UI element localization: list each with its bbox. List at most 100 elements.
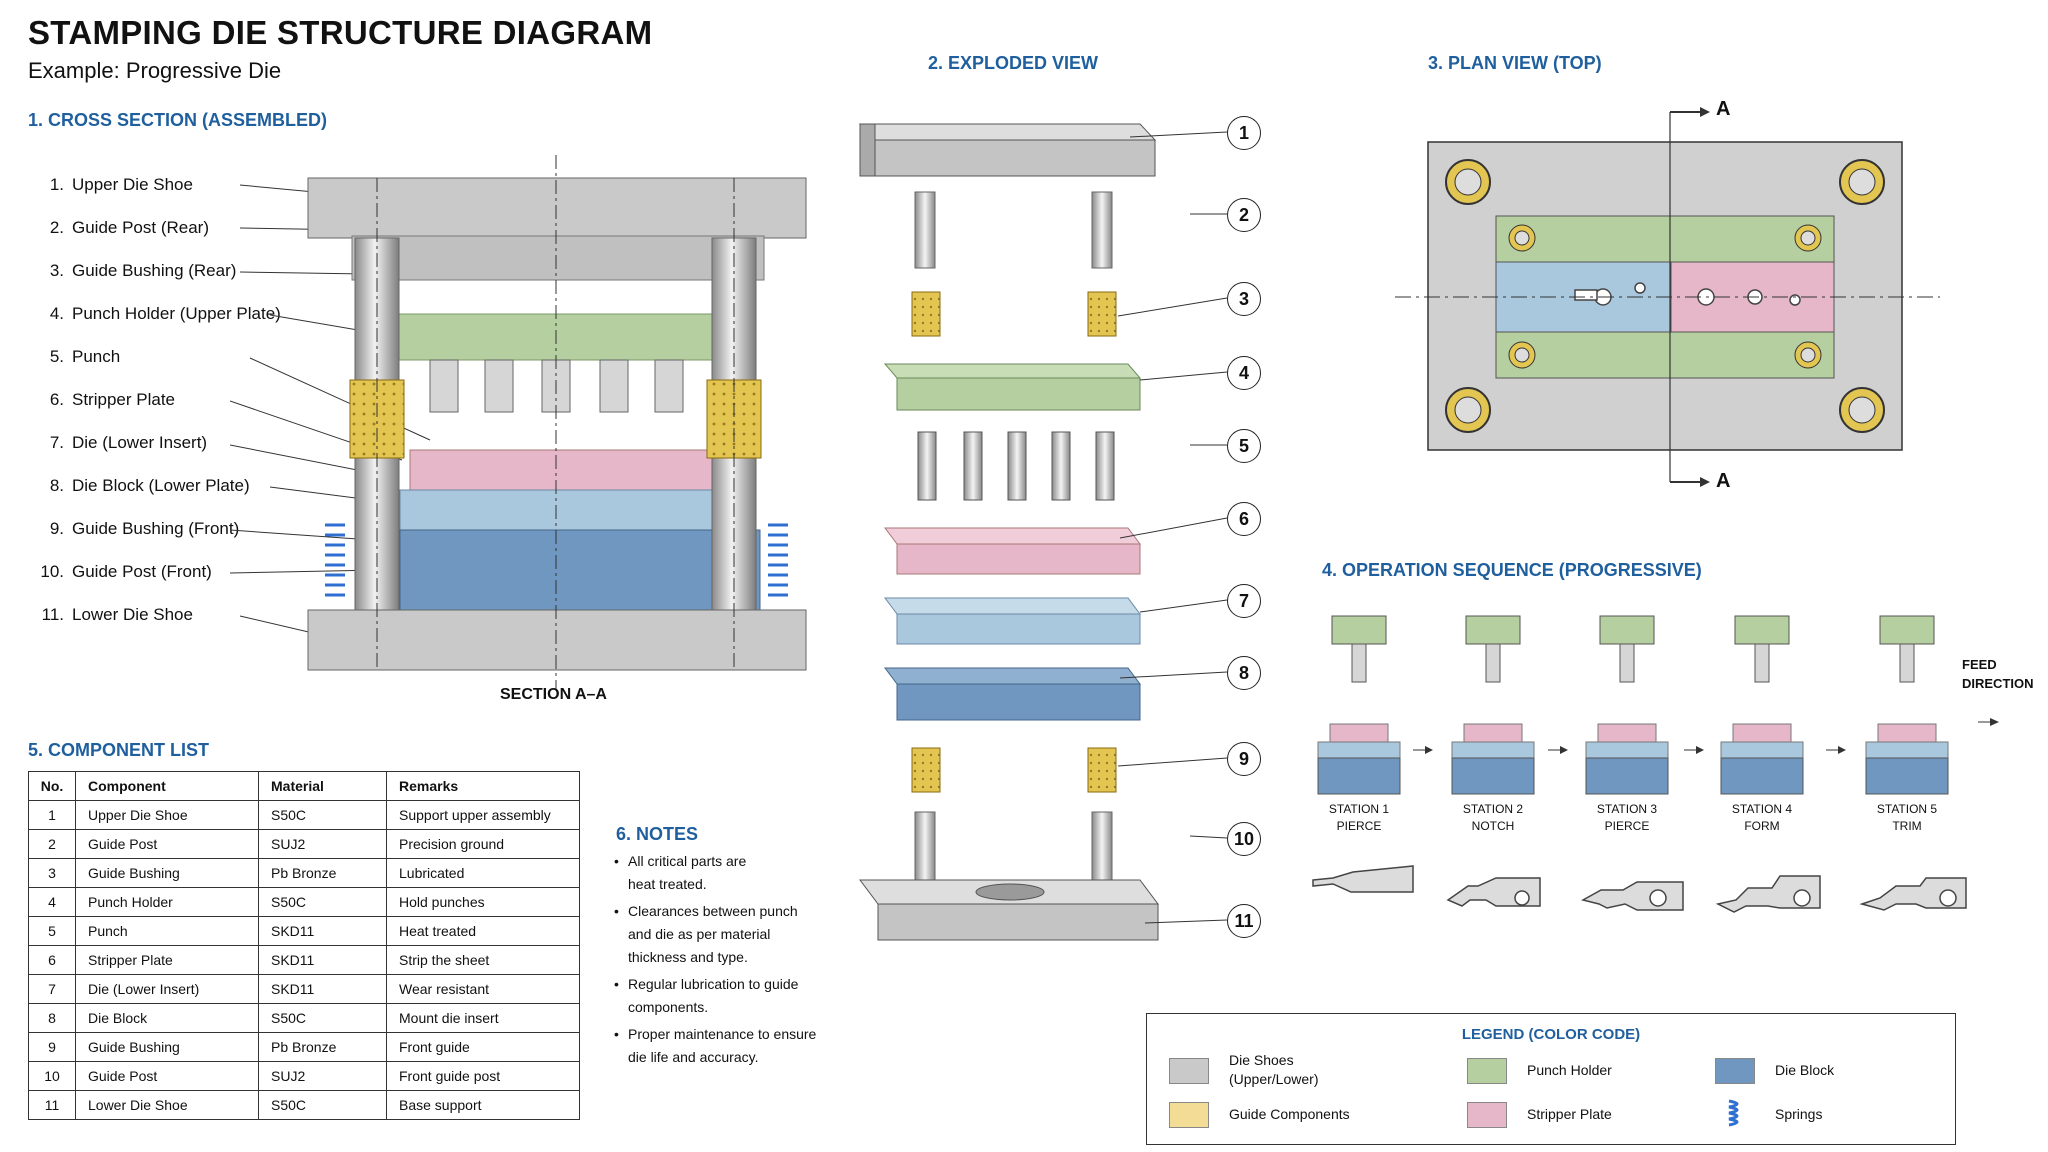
table-cell: Pb Bronze	[258, 858, 387, 888]
table-cell: S50C	[258, 1090, 387, 1120]
spring-icon	[1728, 1099, 1739, 1127]
callout-8: 8	[1227, 656, 1261, 690]
legend-punch-holder: Punch Holder	[1527, 1062, 1612, 1078]
exploded-guide-bushing	[911, 291, 941, 337]
part-label: 2.Guide Post (Rear)	[49, 218, 209, 237]
notes-list: All critical parts are heat treated. Clear…	[614, 850, 844, 1073]
table-cell: 5	[28, 916, 76, 946]
plan-view-drawing	[1395, 107, 1940, 487]
callout-3: 3	[1227, 282, 1261, 316]
section-heading-components: 5. COMPONENT LIST	[28, 740, 210, 760]
table-cell: Guide Post	[75, 829, 259, 859]
legend: LEGEND (COLOR CODE) Die Shoes(Upper/Lowe…	[1146, 1013, 1956, 1145]
section-heading-plan: 3. PLAN VIEW (TOP)	[1428, 53, 1602, 73]
swatch-guide-components	[1169, 1102, 1209, 1128]
part-label-list: 1.Upper Die Shoe 2.Guide Post (Rear) 3.G…	[34, 172, 281, 645]
table-cell: Front guide	[386, 1032, 580, 1062]
note-line: thickness and type.	[628, 949, 748, 965]
note-line: Regular lubrication to guide	[628, 976, 799, 992]
legend-die-block: Die Block	[1775, 1062, 1835, 1078]
table-cell: Base support	[386, 1090, 580, 1120]
callout-7: 7	[1227, 584, 1261, 618]
punch-holder	[394, 313, 721, 361]
part-label: 4.Punch Holder (Upper Plate)	[49, 304, 281, 323]
table-cell: Die (Lower Insert)	[75, 974, 259, 1004]
table-cell: 10	[28, 1061, 76, 1091]
section-a-a-label: SECTION A–A	[500, 686, 607, 703]
exploded-punches	[917, 431, 1115, 501]
legend-stripper-plate: Stripper Plate	[1527, 1106, 1612, 1122]
flow-arrows	[1413, 718, 1999, 754]
lower-die-shoe	[307, 609, 807, 671]
part-label: 1.Upper Die Shoe	[49, 175, 193, 194]
leader-lines	[230, 184, 431, 638]
table-cell: 9	[28, 1032, 76, 1062]
note-line: die life and accuracy.	[628, 1049, 759, 1065]
table-cell: 8	[28, 1003, 76, 1033]
part-label: 8.Die Block (Lower Plate)	[49, 476, 250, 495]
table-cell: S50C	[258, 1003, 387, 1033]
callout-6: 6	[1227, 502, 1261, 536]
part-label: 6.Stripper Plate	[49, 390, 175, 409]
note-line: Clearances between punch	[628, 903, 798, 919]
die-insert	[399, 489, 726, 531]
table-cell: Heat treated	[386, 916, 580, 946]
exploded-upper-die-shoe	[874, 139, 1156, 177]
station-graphic	[1317, 615, 1401, 795]
swatch-die-shoes	[1169, 1058, 1209, 1084]
section-heading-cross: 1. CROSS SECTION (ASSEMBLED)	[28, 110, 328, 130]
plan-punch-holder-top	[1495, 215, 1835, 263]
table-cell: 1	[28, 800, 76, 830]
table-cell: SKD11	[258, 945, 387, 975]
springs	[325, 523, 788, 597]
section-marker-bottom: A	[1716, 470, 1731, 492]
column-header: No.	[28, 771, 76, 801]
legend-guide-components: Guide Components	[1229, 1106, 1350, 1122]
exploded-view-drawing	[858, 123, 1228, 941]
part-label: 10.Guide Post (Front)	[40, 562, 212, 581]
table-cell: S50C	[258, 887, 387, 917]
table-header-row: No. Component Material Remarks	[28, 771, 580, 801]
table-cell: Wear resistant	[386, 974, 580, 1004]
table-cell: Mount die insert	[386, 1003, 580, 1033]
note-line: Proper maintenance to ensure	[628, 1026, 817, 1042]
column-header: Remarks	[386, 771, 580, 801]
plan-guide-bushings	[1445, 159, 1885, 433]
callout-2: 2	[1227, 198, 1261, 232]
note-line: components.	[628, 999, 709, 1015]
table-cell: Guide Bushing	[75, 858, 259, 888]
table-cell: Die Block	[75, 1003, 259, 1033]
table-cell: Punch	[75, 916, 259, 946]
exploded-leader-lines	[1117, 131, 1228, 924]
section-marker-top: A	[1716, 98, 1731, 120]
note-line: heat treated.	[628, 876, 707, 892]
note-line: All critical parts are	[628, 853, 747, 869]
callout-9: 9	[1227, 742, 1261, 776]
section-heading-notes: 6. NOTES	[616, 824, 699, 844]
table-cell: 11	[28, 1090, 76, 1120]
table-cell: Upper Die Shoe	[75, 800, 259, 830]
legend-title: LEGEND (COLOR CODE)	[1461, 1026, 1641, 1043]
callout-11: 11	[1227, 904, 1261, 938]
part-label: 7.Die (Lower Insert)	[49, 433, 208, 452]
note-item: Proper maintenance to ensure die life and…	[614, 1023, 844, 1069]
table-cell: Pb Bronze	[258, 1032, 387, 1062]
table-cell: Guide Post	[75, 1061, 259, 1091]
column-header: Component	[75, 771, 259, 801]
column-header: Material	[258, 771, 387, 801]
